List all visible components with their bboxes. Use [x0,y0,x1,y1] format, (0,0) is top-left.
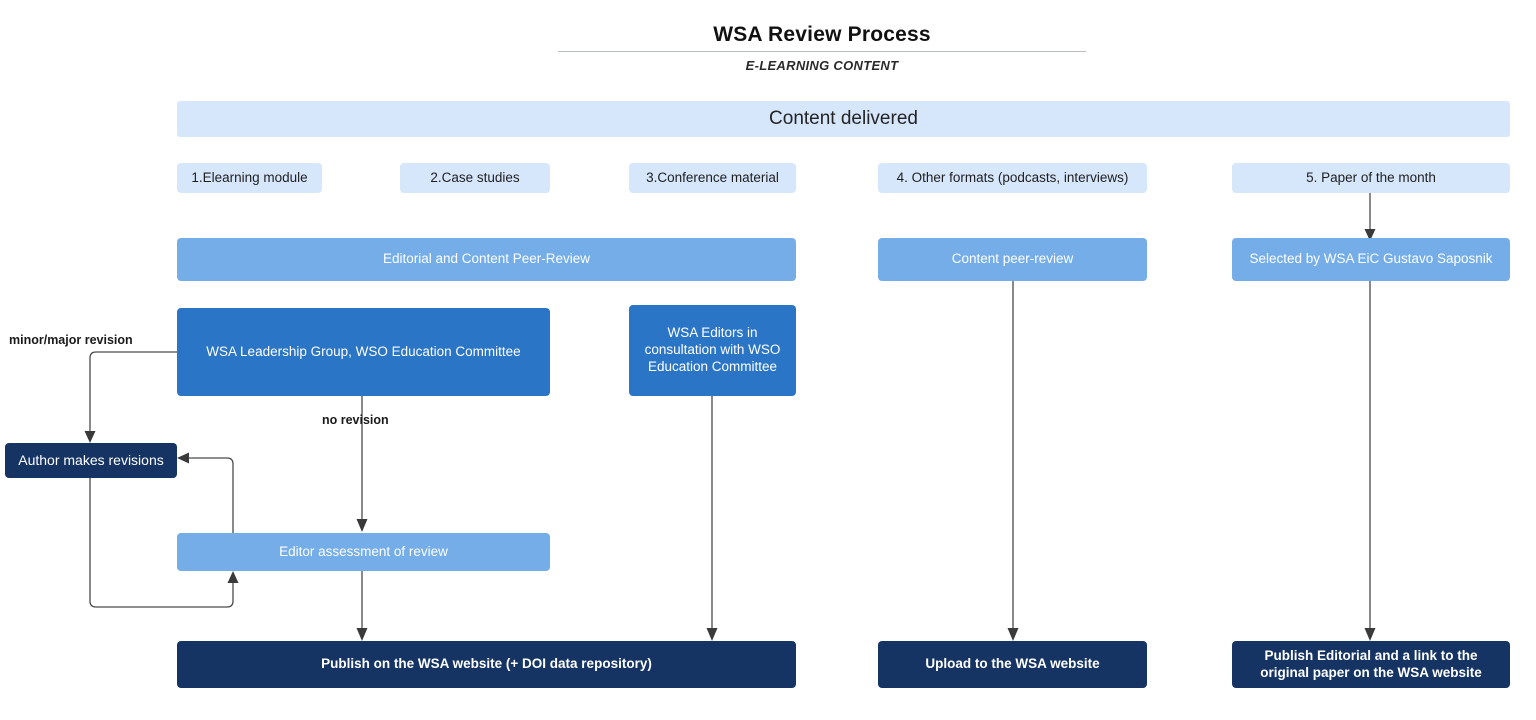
edge-content-peer-review-to-upload [1007,281,1019,641]
title-divider [558,51,1086,52]
page-subtitle: E-LEARNING CONTENT [745,58,899,73]
edge-leadership-to-author [84,351,177,443]
content-type-paper-of-the-month[interactable]: 5. Paper of the month [1232,163,1510,193]
edge-wsa-editors-to-publish [706,396,718,641]
content-type-other-formats[interactable]: 4. Other formats (podcasts, interviews) [878,163,1147,193]
page-title: WSA Review Process [713,23,931,46]
content-delivered-banner: Content delivered [177,101,1510,137]
edge-paper-to-eic [1364,193,1376,241]
review-selected-by-wsa-eic[interactable]: Selected by WSA EiC Gustavo Saposnik [1232,238,1510,281]
content-type-conference-material[interactable]: 3.Conference material [629,163,796,193]
outcome-publish-editorial[interactable]: Publish Editorial and a link to the orig… [1232,641,1510,688]
edge-editor-assessment-to-author [177,452,234,533]
outcome-upload-to-wsa-website[interactable]: Upload to the WSA website [878,641,1147,688]
edge-label-no-revision: no revision [322,413,389,427]
review-content-peer-review[interactable]: Content peer-review [878,238,1147,281]
author-makes-revisions-box[interactable]: Author makes revisions [5,443,177,478]
decision-body-wsa-editors[interactable]: WSA Editors in consultation with WSO Edu… [629,305,796,396]
title-block: WSA Review Process E-LEARNING CONTENT [558,22,1086,73]
outcome-publish-on-wsa-website[interactable]: Publish on the WSA website (+ DOI data r… [177,641,796,688]
decision-body-wsa-leadership-group[interactable]: WSA Leadership Group, WSO Education Comm… [177,308,550,396]
edge-editor-assessment-to-publish [356,571,368,641]
review-editorial-and-content-peer-review[interactable]: Editorial and Content Peer-Review [177,238,796,281]
content-type-elearning-module[interactable]: 1.Elearning module [177,163,322,193]
content-type-case-studies[interactable]: 2.Case studies [400,163,550,193]
edge-eic-to-publish-editorial [1364,281,1376,641]
edge-label-minor-major-revision: minor/major revision [9,333,133,347]
editor-assessment-of-review-box[interactable]: Editor assessment of review [177,533,550,571]
